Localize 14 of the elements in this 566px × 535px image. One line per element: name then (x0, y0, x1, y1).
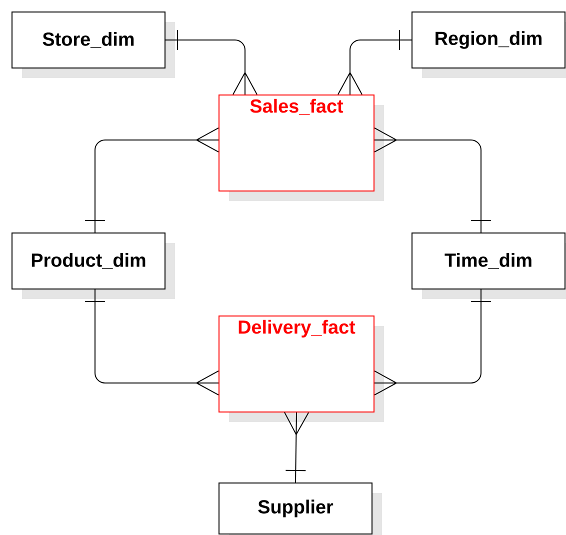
relationship-line (338, 30, 412, 95)
entity-box: Supplier (218, 482, 382, 535)
entity-box: Region_dim (412, 12, 566, 78)
entity-box: Product_dim (12, 232, 175, 299)
entity-box: Delivery_fact (218, 316, 384, 422)
relationship-line (374, 289, 492, 396)
relationship-line (165, 30, 258, 95)
entity-box: Sales_fact (218, 94, 384, 201)
relationship-line (84, 289, 219, 396)
entity-box: Store_dim (12, 12, 175, 78)
entity-box: Time_dim (412, 232, 566, 299)
relationship-line (284, 412, 309, 483)
relationship-line (374, 128, 492, 233)
relationship-line (84, 128, 219, 233)
